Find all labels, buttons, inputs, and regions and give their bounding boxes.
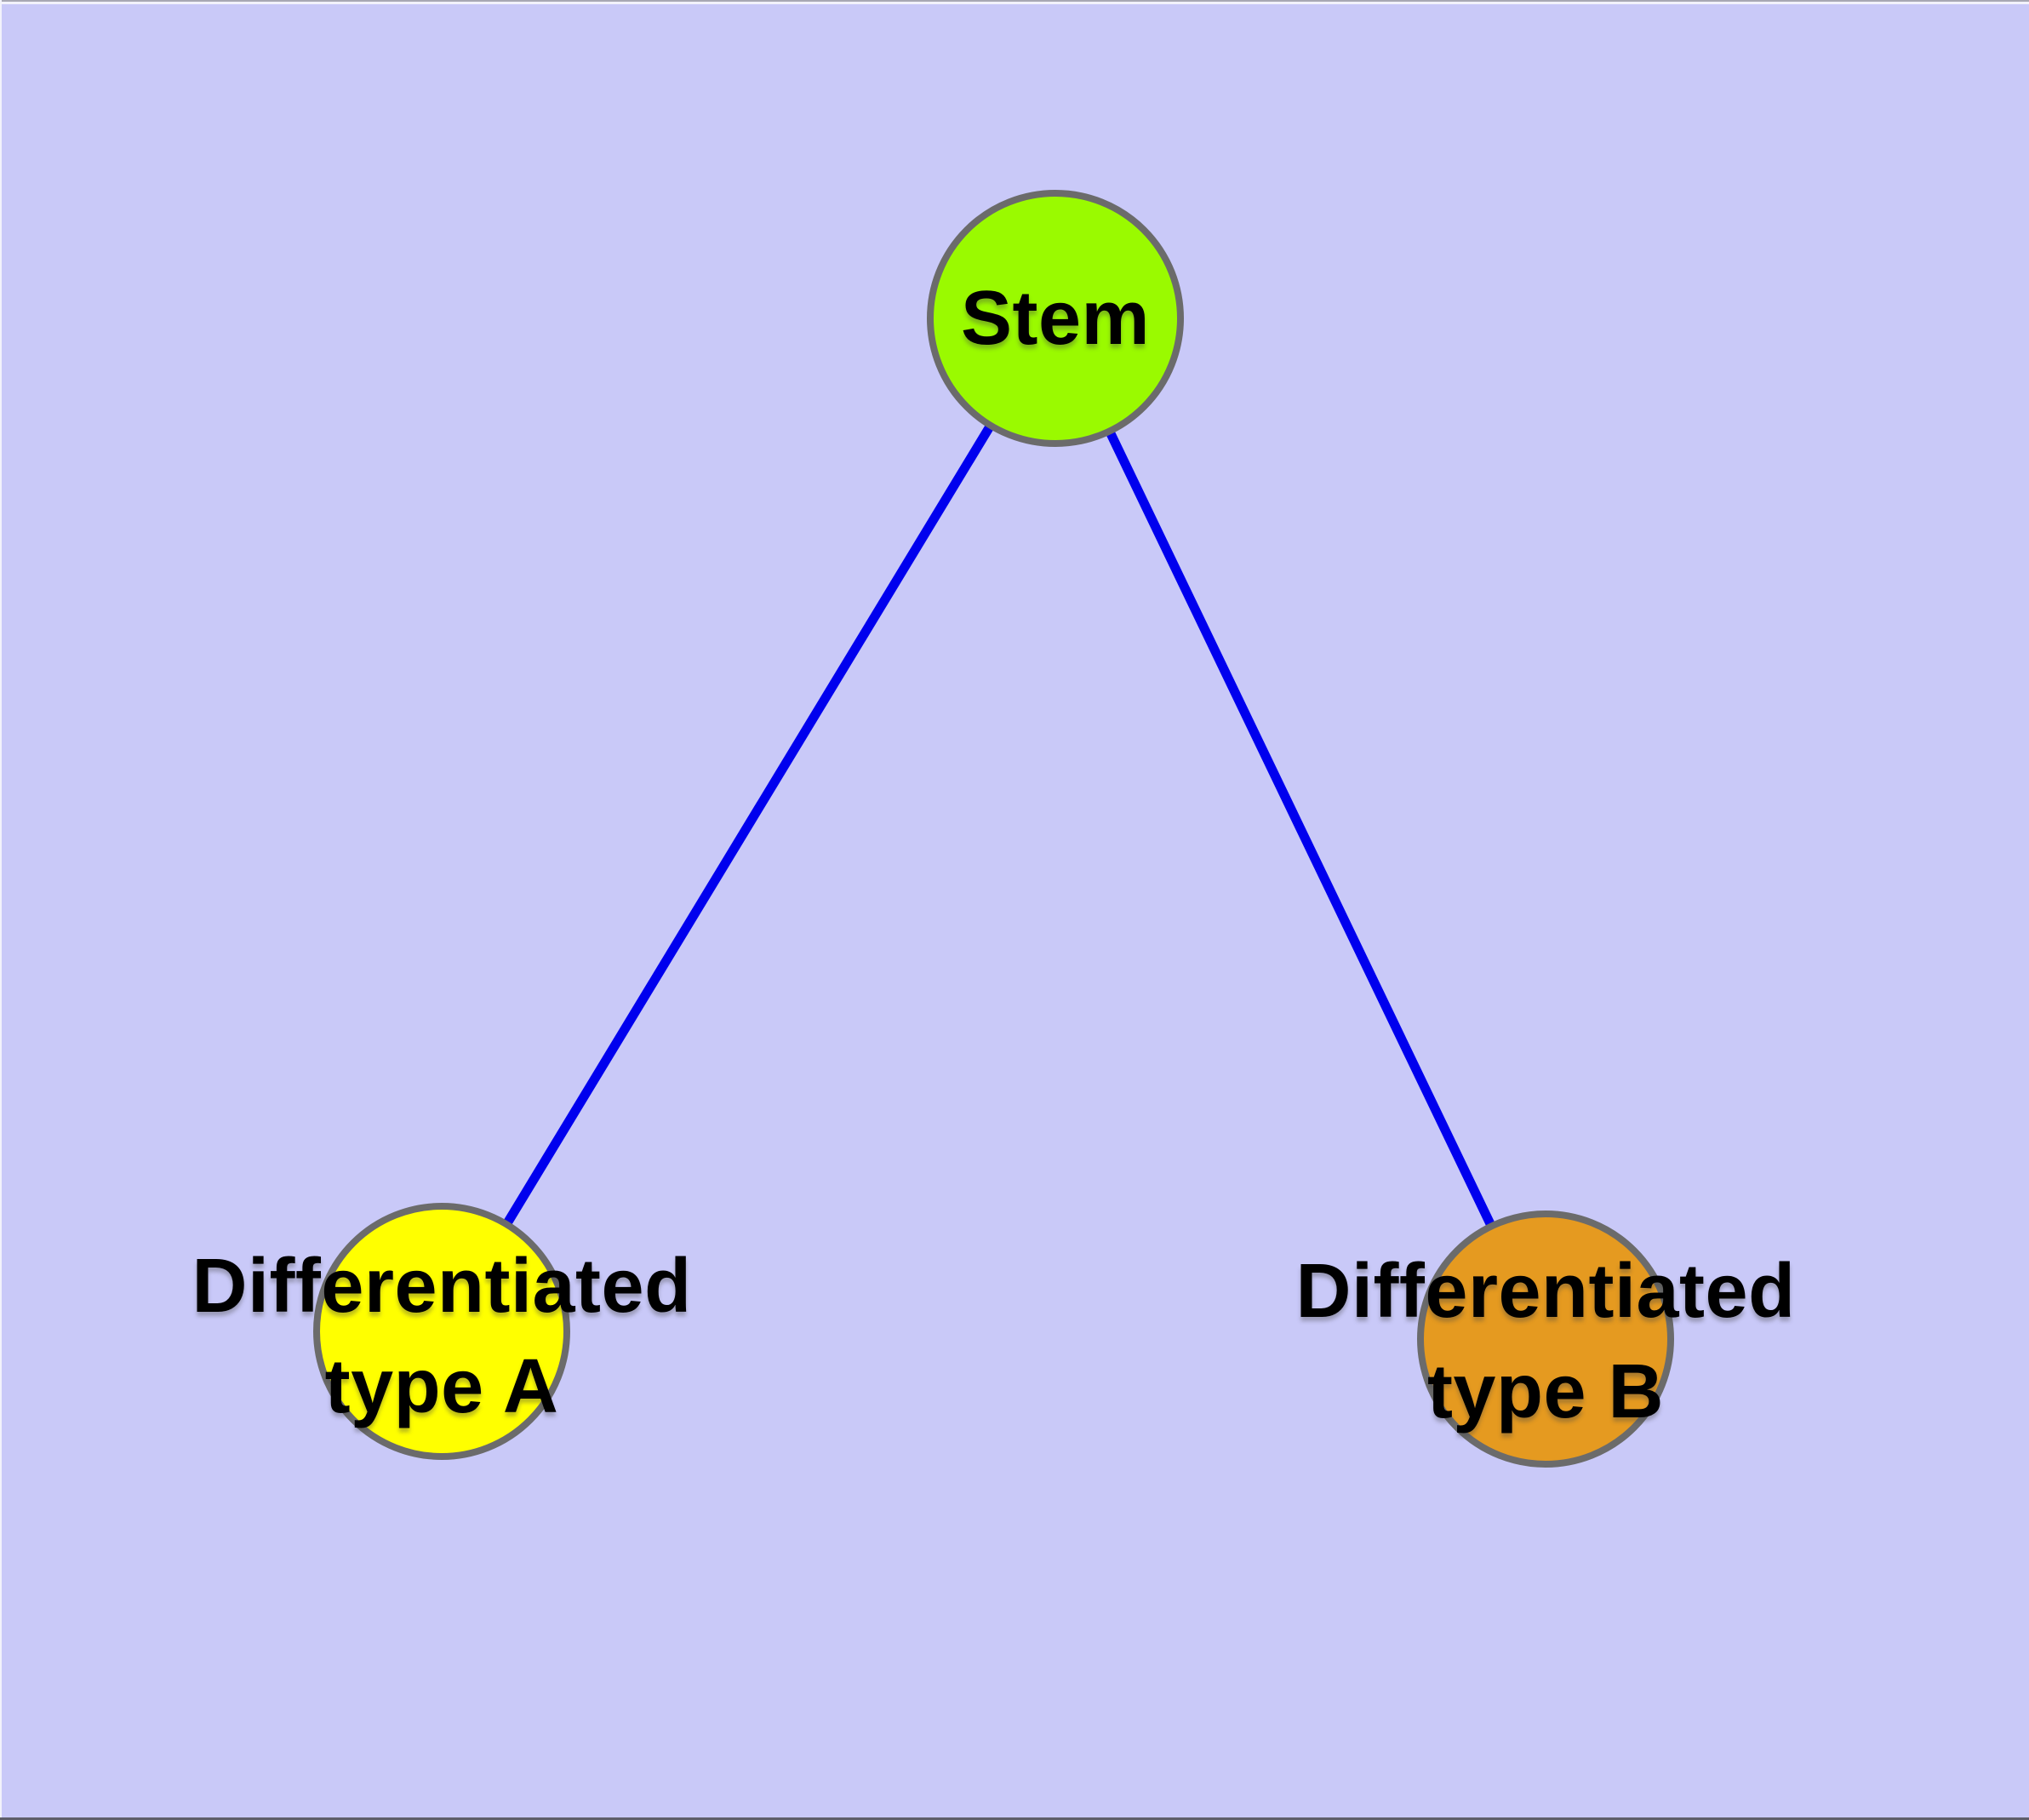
edge-stem-to-type-a: [437, 316, 1060, 1334]
node-type-b: [1417, 1210, 1674, 1468]
node-stem: [927, 190, 1184, 447]
node-type-b-label-line1: Differentiated: [1295, 1249, 1796, 1334]
node-type-a: [313, 1203, 570, 1460]
node-stem-label: Stem: [960, 276, 1151, 361]
window-left-edge: [0, 0, 2, 1820]
edge-stem-to-type-b: [1051, 316, 1550, 1342]
window-bottom-edge: [0, 1817, 2029, 1820]
node-type-a-label-line1: Differentiated: [191, 1244, 692, 1329]
window-top-edge: [0, 0, 2029, 4]
node-type-b-label-line2: type B: [1426, 1349, 1665, 1434]
node-type-a-label-line2: type A: [324, 1344, 559, 1429]
node-type-b-label: Differentiated type B: [1295, 1241, 1795, 1442]
node-type-a-label: Differentiated type A: [191, 1236, 691, 1437]
